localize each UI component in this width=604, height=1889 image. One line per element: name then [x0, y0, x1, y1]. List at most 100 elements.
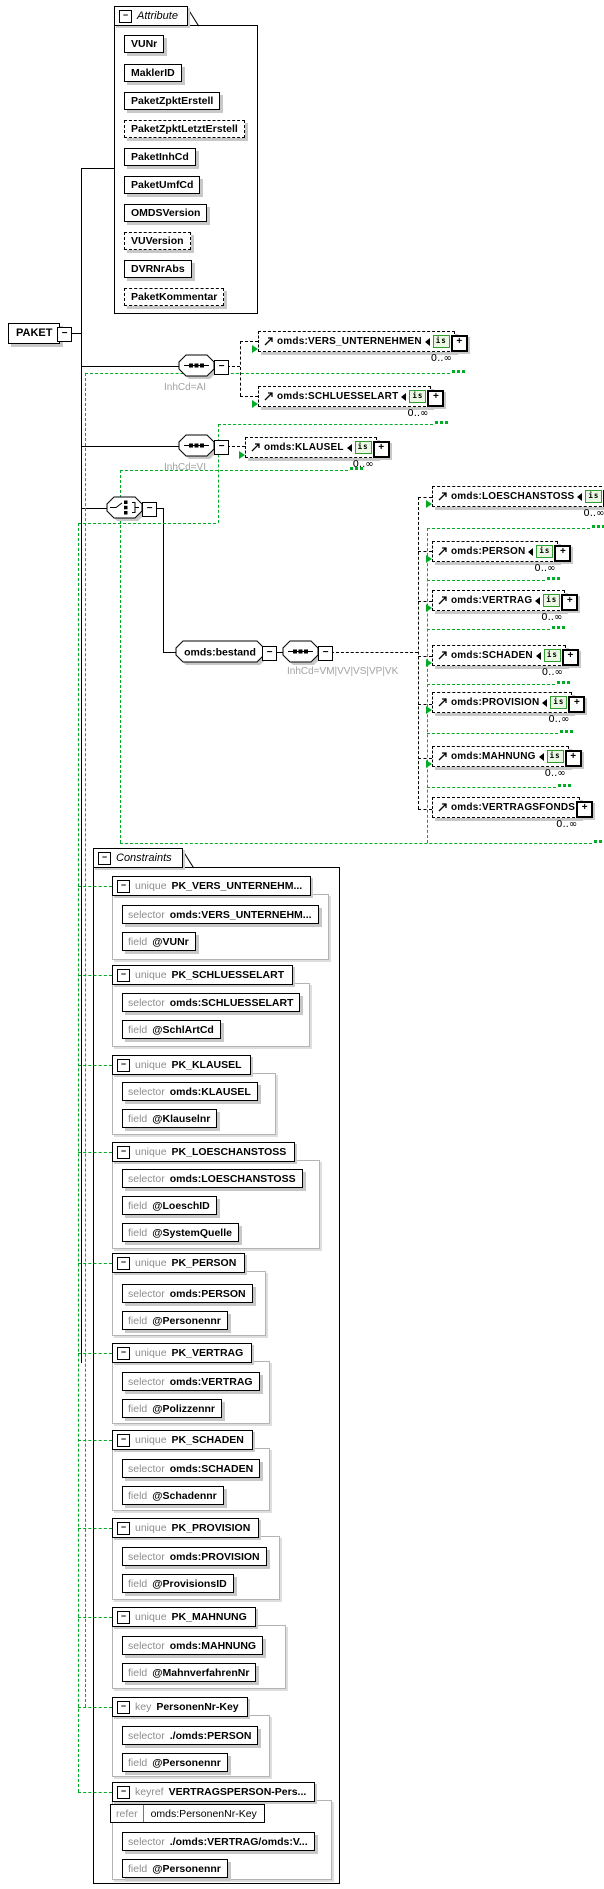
collapse-icon[interactable]: − — [117, 1785, 130, 1799]
expand-button[interactable]: + — [576, 801, 594, 818]
constraint-pk-person-field[interactable]: field@Personennr — [122, 1311, 228, 1330]
attribute-paketzpktletzterstell[interactable]: PaketZpktLetztErstell — [124, 120, 245, 138]
constraint-name: PK_PERSON — [171, 1257, 237, 1269]
collapse-icon[interactable]: − — [117, 1145, 130, 1159]
collapse-icon[interactable]: − — [117, 1346, 130, 1360]
constraint-vertragsperson-pers-field[interactable]: field@Personennr — [122, 1859, 228, 1878]
collapse-icon[interactable]: − — [117, 1700, 130, 1714]
expand-button[interactable]: + — [427, 390, 445, 407]
group-omds-bestand[interactable]: omds:bestand — [175, 640, 269, 672]
constraint-personennr-key-field[interactable]: field@Personennr — [122, 1753, 228, 1772]
attribute-dvrnrabs[interactable]: DVRNrAbs — [124, 260, 192, 278]
collapse-icon[interactable]: − — [117, 1610, 130, 1624]
collapse-button[interactable]: − — [214, 440, 229, 455]
refer-value: omds:PersonenNr-Key — [150, 1807, 257, 1820]
choice-icon[interactable] — [106, 496, 146, 528]
bestand-label: omds:bestand — [184, 647, 256, 659]
collapse-icon[interactable]: − — [117, 1433, 130, 1447]
collapse-icon[interactable]: − — [117, 879, 130, 893]
collapse-icon[interactable]: − — [117, 1521, 130, 1535]
collapse-button[interactable]: − — [318, 646, 333, 661]
field-value: @Personennr — [152, 1756, 221, 1769]
expand-button[interactable]: + — [561, 649, 579, 666]
element-omds-vertragsfonds[interactable]: omds:VERTRAGSFONDS+0..∞ — [432, 797, 594, 830]
constraint-pk-vers-unternehm-field[interactable]: field@VUNr — [122, 932, 196, 951]
attribute-vunr[interactable]: VUNr — [124, 35, 165, 53]
attribute-vuversion[interactable]: VUVersion — [124, 232, 191, 250]
constraint-pk-vertrag-field[interactable]: field@Polizzennr — [122, 1399, 223, 1418]
occurrence-label: 0..∞ — [534, 563, 556, 574]
constraint-personennr-key-selector[interactable]: selector./omds:PERSON — [122, 1726, 259, 1745]
attribute-paketumfcd[interactable]: PaketUmfCd — [124, 176, 201, 194]
collapse-button[interactable]: − — [142, 502, 157, 517]
expand-button[interactable]: + — [450, 335, 468, 352]
attribute-maklerid[interactable]: MaklerID — [124, 64, 182, 82]
attribute-paketkommentar[interactable]: PaketKommentar — [124, 288, 225, 306]
expand-button[interactable]: + — [564, 750, 582, 767]
constraint-pk-mahnung-field[interactable]: field@MahnverfahrenNr — [122, 1663, 257, 1682]
collapse-button[interactable]: − — [214, 360, 229, 375]
constraint-pk-schluesselart-field[interactable]: field@SchlArtCd — [122, 1020, 221, 1039]
connector-line — [81, 366, 179, 367]
constraints-panel-tab[interactable]: −Constraints — [93, 848, 183, 868]
collapse-icon[interactable]: − — [117, 1058, 130, 1072]
sequence-icon[interactable] — [178, 354, 218, 386]
ellipsis-dots — [560, 730, 573, 733]
expand-button[interactable]: + — [554, 545, 572, 562]
expand-button[interactable]: + — [372, 441, 390, 458]
constraint-pk-provision-field[interactable]: field@ProvisionsID — [122, 1574, 234, 1593]
collapse-icon[interactable]: − — [98, 851, 111, 865]
expand-button[interactable]: + — [561, 594, 579, 611]
collapse-icon[interactable]: − — [117, 968, 130, 982]
collapse-icon[interactable]: − — [119, 9, 132, 23]
constraint-pk-loeschanstoss-field[interactable]: field@LoeschID — [122, 1196, 217, 1215]
sequence-icon[interactable] — [282, 640, 322, 672]
attribute-omdsversion[interactable]: OMDSVersion — [124, 204, 208, 222]
constraint-pk-klausel-field[interactable]: field@Klauselnr — [122, 1109, 218, 1128]
constraint-vertragsperson-pers-selector[interactable]: selector./omds:VERTRAG/omds:V... — [122, 1832, 315, 1851]
attributes-panel-tab[interactable]: −Attribute — [114, 6, 188, 26]
element-ref-arrow-icon — [263, 391, 274, 402]
collapse-icon[interactable]: − — [117, 1256, 130, 1270]
constraint-pk-loeschanstoss-field[interactable]: field@SystemQuelle — [122, 1223, 239, 1242]
element-paket[interactable]: PAKET — [8, 323, 61, 344]
expand-button[interactable]: + — [568, 696, 586, 713]
collapse-button[interactable]: − — [57, 327, 72, 342]
attribute-paketzpkterstell[interactable]: PaketZpktErstell — [124, 92, 221, 110]
collapse-button[interactable]: − — [262, 646, 277, 661]
sequence-icon[interactable] — [178, 434, 218, 466]
attribute-paketinhcd[interactable]: PaketInhCd — [124, 148, 196, 166]
constraint-pk-schaden-field[interactable]: field@Schadennr — [122, 1486, 224, 1505]
field-label: field — [128, 1226, 148, 1239]
